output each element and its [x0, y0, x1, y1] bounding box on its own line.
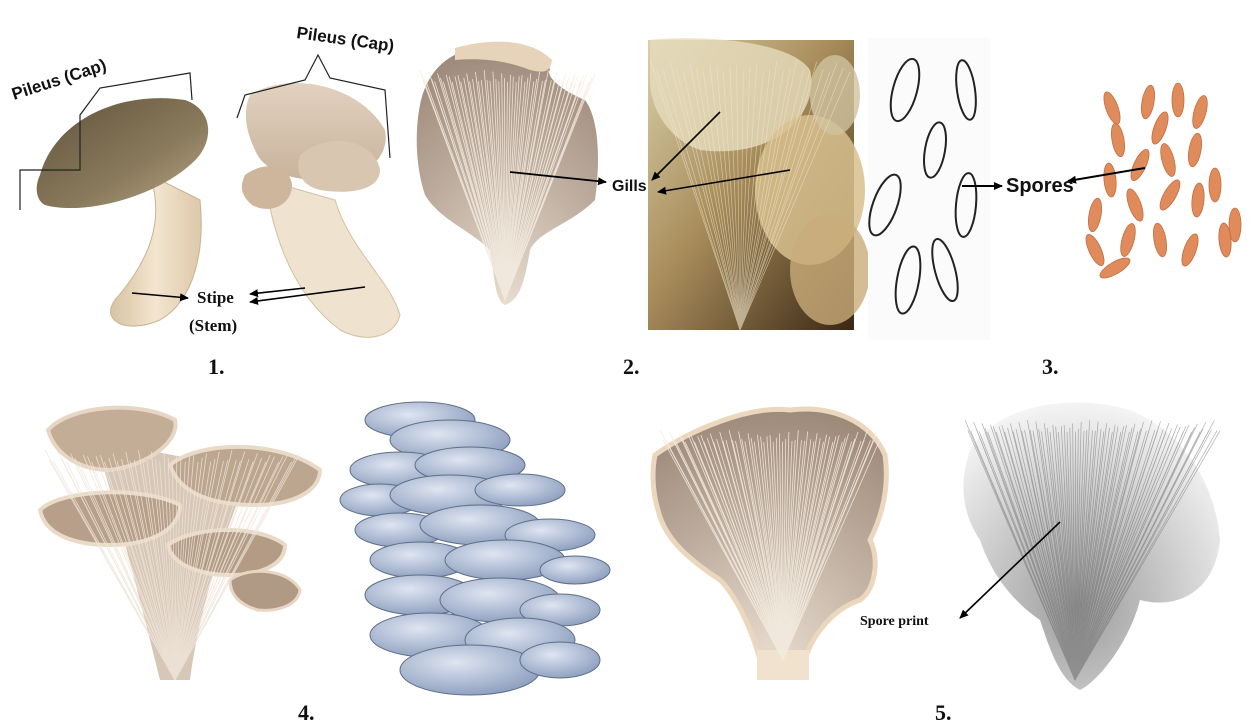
stipe-label: Stipe [197, 288, 234, 307]
cluster-illustration [40, 408, 320, 680]
panel-number-3: 3. [1042, 354, 1059, 379]
mushroom-1-illustration [37, 98, 208, 326]
gill-photo [648, 38, 870, 330]
spore-print-image [963, 403, 1220, 690]
spore-print-label: Spore print [860, 614, 929, 629]
panel-2-gills: Gills 2. [417, 38, 870, 379]
panel-1-mushroom-anatomy: Pileus (Cap) Pileus (Cap) Stipe (Stem) 1… [9, 23, 400, 379]
panel-number-4: 4. [298, 700, 315, 725]
blue-oyster-photo [340, 402, 610, 695]
panel-5-spore-print: Spore print 5. [653, 403, 1220, 725]
stem-label: (Stem) [189, 316, 237, 335]
panel-3-spores: Spores 3. [863, 38, 1241, 379]
gill-fan-illustration [417, 42, 598, 305]
panel-number-2: 2. [623, 354, 640, 379]
mushroom-2-illustration [242, 83, 400, 337]
gill-fan-illustration-2 [653, 409, 886, 680]
panel-number-1: 1. [208, 354, 225, 379]
panel-4-mushroom-cluster: 4. [40, 402, 610, 725]
gills-label: Gills [612, 178, 647, 195]
stipe-arrow-2 [250, 288, 305, 294]
spore-micrograph [1082, 83, 1241, 282]
spore-drawing-background [868, 38, 990, 340]
panel-number-5: 5. [935, 700, 952, 725]
spores-label: Spores [1006, 175, 1074, 197]
pileus-label-2: Pileus (Cap) [295, 23, 395, 55]
